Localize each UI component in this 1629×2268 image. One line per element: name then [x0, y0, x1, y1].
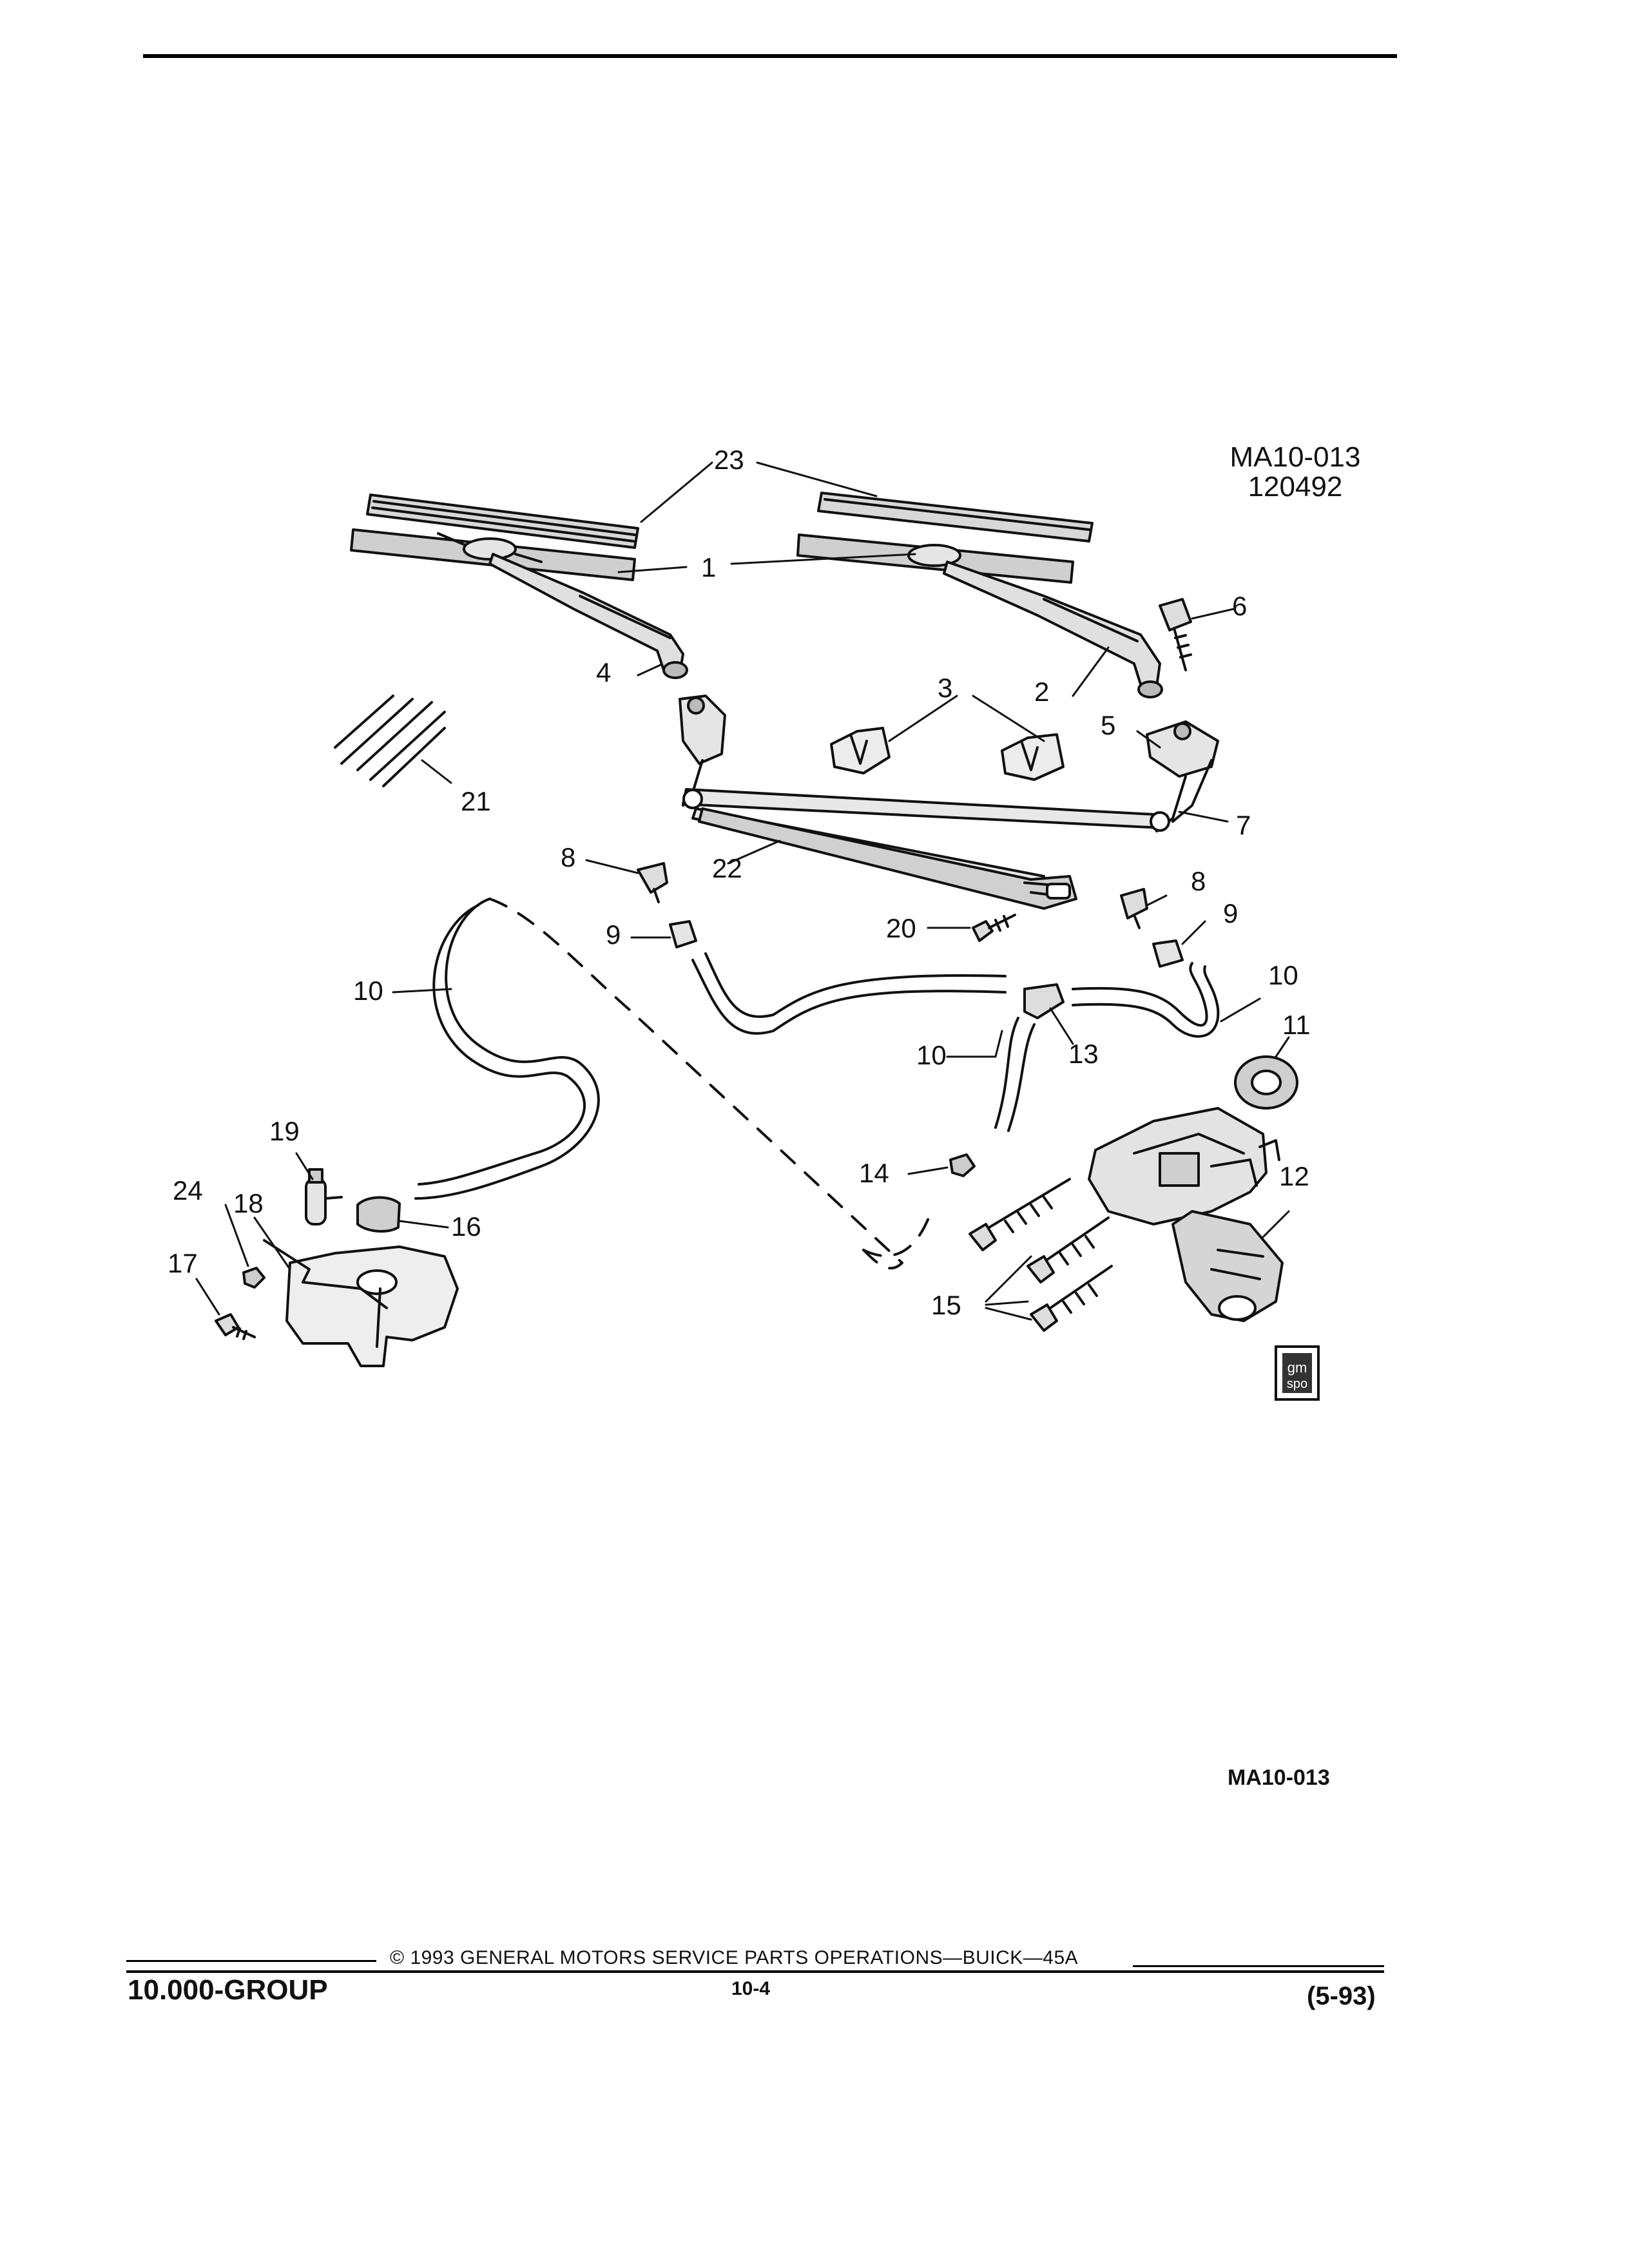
- wiper-arm-left: [488, 553, 688, 679]
- callout-7: 7: [1236, 810, 1251, 840]
- reservoir-cap-16: [356, 1196, 401, 1233]
- nozzle-left: [637, 862, 668, 903]
- callout-11: 11: [1282, 1010, 1311, 1040]
- hose-connector-13: [1023, 983, 1065, 1019]
- figure-code: MA10-013: [1229, 441, 1361, 473]
- callout-10-right: 10: [1268, 960, 1298, 990]
- clip-left: [669, 920, 697, 948]
- figure-date: 120492: [1248, 471, 1343, 503]
- callout-1: 1: [701, 552, 716, 582]
- callout-9-left: 9: [606, 919, 621, 950]
- callout-15: 15: [931, 1290, 961, 1320]
- callout-5: 5: [1101, 710, 1115, 740]
- callout-18: 18: [233, 1188, 264, 1218]
- nut-14: [949, 1153, 976, 1177]
- wiper-blade-left: [366, 494, 639, 549]
- footer-rule-left: [126, 1960, 376, 1962]
- callout-14: 14: [859, 1158, 889, 1188]
- washer-pump-19: [305, 1168, 343, 1225]
- callout-10-center: 10: [916, 1040, 947, 1070]
- wiper-blade-right: [817, 492, 1094, 543]
- wiper-motor-12: [1088, 1107, 1284, 1322]
- callout-8-left: 8: [561, 842, 575, 872]
- grommet-11: [1234, 1055, 1298, 1110]
- footer-revision: (5-93): [1307, 1982, 1376, 2010]
- callout-10-left: 10: [353, 975, 383, 1006]
- hose-center: [691, 952, 1007, 1035]
- callout-4: 4: [596, 657, 611, 687]
- callout-2: 2: [1034, 677, 1049, 707]
- callout-24: 24: [173, 1175, 203, 1206]
- hose-right: [1072, 962, 1220, 1038]
- bolt-15b: [1027, 1216, 1110, 1283]
- deflector-right: [1001, 733, 1065, 781]
- wiper-arm-right: [943, 561, 1163, 698]
- blade-assembly-right: [796, 533, 1074, 584]
- footer-page-number: 10-4: [731, 1978, 771, 1999]
- leader-lines: [195, 461, 1290, 1321]
- bolt-17: [215, 1313, 256, 1340]
- callout-23: 23: [714, 445, 744, 475]
- callout-16: 16: [451, 1211, 481, 1242]
- callout-12: 12: [1279, 1161, 1309, 1191]
- footer-rule-main: [126, 1970, 1384, 1973]
- clip-right: [1152, 939, 1184, 968]
- bolt-15a: [969, 1178, 1071, 1251]
- windshield-hatch-21: [334, 695, 446, 787]
- deflector-left: [830, 727, 891, 774]
- top-rule: [143, 54, 1397, 58]
- nut-24: [242, 1267, 265, 1289]
- bolt-6: [1159, 598, 1192, 671]
- routing-dash: [488, 898, 903, 1270]
- callout-8-right: 8: [1191, 866, 1206, 896]
- bracket-18: [263, 1239, 311, 1283]
- footer-copyright: © 1993 GENERAL MOTORS SERVICE PARTS OPER…: [390, 1947, 1079, 1968]
- callout-22: 22: [712, 853, 742, 883]
- hose-branch: [994, 1017, 1036, 1132]
- callout-20: 20: [886, 913, 916, 943]
- pivot-left: [679, 695, 726, 807]
- pivot-right: [1146, 720, 1219, 832]
- svg-text:spo: spo: [1287, 1377, 1307, 1391]
- illustration-code: MA10-013: [1228, 1765, 1330, 1790]
- drive-link-22: [698, 807, 1077, 910]
- callout-21: 21: [461, 786, 491, 816]
- gm-spo-logo: gm spo: [1275, 1345, 1320, 1401]
- washer-reservoir: [285, 1245, 459, 1367]
- svg-text:gm: gm: [1287, 1360, 1307, 1376]
- footer-group: 10.000-GROUP: [128, 1974, 328, 2006]
- nozzle-right: [1120, 888, 1148, 929]
- bolt-15c: [1030, 1265, 1113, 1332]
- callout-3: 3: [938, 673, 952, 703]
- callout-9-right: 9: [1223, 898, 1238, 928]
- hose-long-left: [414, 898, 600, 1200]
- screw-20: [972, 914, 1016, 942]
- callout-19: 19: [269, 1116, 300, 1146]
- callout-6: 6: [1232, 591, 1247, 621]
- footer-rule-right: [1133, 1965, 1384, 1967]
- callout-13: 13: [1068, 1039, 1099, 1069]
- callout-17: 17: [168, 1248, 198, 1278]
